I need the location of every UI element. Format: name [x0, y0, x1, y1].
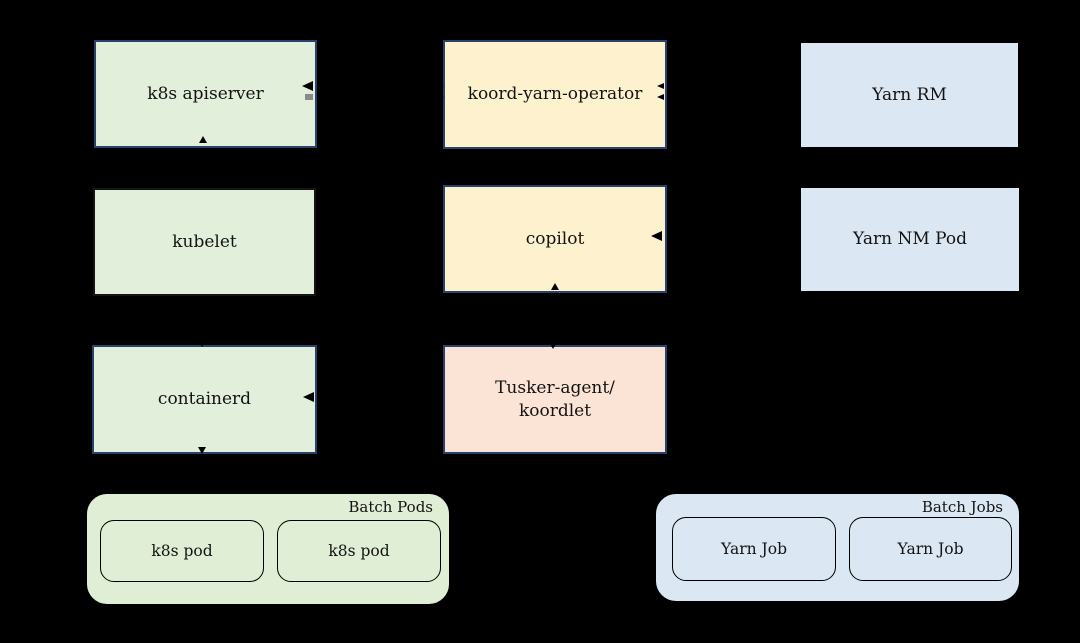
arrowhead-icon — [303, 392, 314, 402]
node-yarn-rm: Yarn RM — [800, 42, 1019, 148]
node-label: Tusker-agent/ koordlet — [495, 377, 615, 421]
arrowhead-icon — [302, 81, 313, 91]
node-yarn-job: Yarn Job — [672, 517, 836, 581]
arrowhead-icon — [549, 342, 557, 349]
node-label: kubelet — [172, 231, 237, 252]
node-yarn-nm-pod: Yarn NM Pod — [800, 187, 1020, 292]
arrowhead-icon — [657, 83, 664, 89]
node-label: Yarn Job — [720, 540, 788, 558]
node-koord-yarn-operator: koord-yarn-operator — [443, 40, 667, 149]
arrowhead-icon — [651, 231, 662, 241]
node-k8s-apiserver: k8s apiserver — [94, 40, 317, 148]
group-label-batch-jobs: Batch Jobs — [921, 498, 1003, 516]
node-label: k8s pod — [328, 542, 390, 560]
node-label: Yarn Job — [897, 540, 964, 558]
connector-stub-icon — [305, 94, 313, 100]
node-label: k8s pod — [151, 542, 213, 560]
group-label-batch-pods: Batch Pods — [348, 498, 433, 516]
group-batch-jobs: Batch Jobs Yarn Job Yarn Job — [654, 492, 1021, 603]
node-label: koord-yarn-operator — [467, 84, 643, 105]
arrowhead-icon — [437, 94, 444, 100]
arrowhead-icon — [199, 136, 207, 143]
node-k8s-pod: k8s pod — [277, 520, 441, 582]
arrowhead-icon — [551, 283, 559, 290]
node-label: containerd — [157, 389, 252, 410]
arrowhead-icon — [899, 180, 907, 187]
node-label: copilot — [525, 228, 585, 249]
node-label: k8s apiserver — [147, 83, 264, 104]
arrowhead-icon — [657, 94, 664, 100]
node-label: Yarn RM — [872, 84, 947, 105]
arrowhead-icon — [198, 447, 206, 454]
node-yarn-job: Yarn Job — [849, 517, 1012, 581]
node-label: Yarn NM Pod — [852, 229, 968, 250]
node-k8s-pod: k8s pod — [100, 520, 264, 582]
node-containerd: containerd — [92, 345, 317, 454]
node-tusker-agent-koordlet: Tusker-agent/ koordlet — [443, 345, 667, 454]
arrowhead-icon — [437, 83, 444, 89]
node-copilot: copilot — [443, 185, 667, 293]
arrowhead-icon — [198, 340, 206, 347]
group-batch-pods: Batch Pods k8s pod k8s pod — [85, 492, 451, 606]
node-kubelet: kubelet — [93, 188, 316, 296]
arrowhead-icon — [436, 392, 443, 398]
